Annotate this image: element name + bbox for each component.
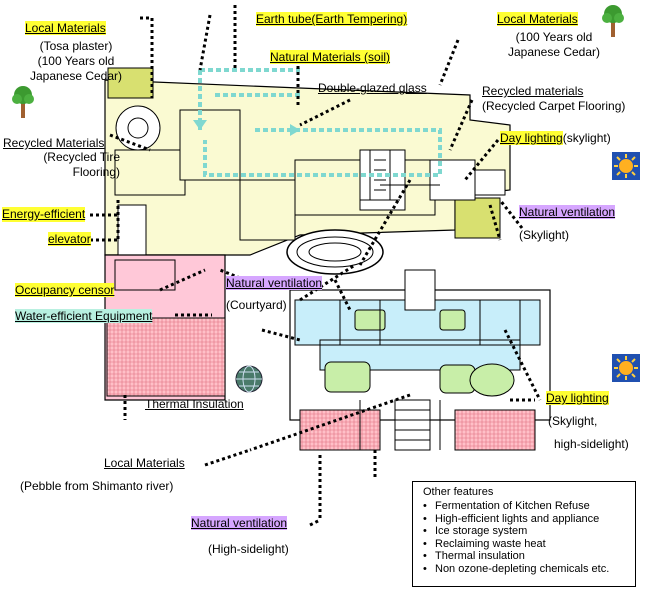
label-natural-vent-skylight: Natural ventilation bbox=[519, 205, 616, 219]
other-features-title: Other features bbox=[423, 486, 494, 498]
label-local-materials-top-left: Local Materials bbox=[25, 21, 106, 35]
label-day-lighting-side: Day lighting bbox=[546, 391, 609, 405]
globe-icon bbox=[235, 365, 263, 393]
label-thermal-insulation: Thermal Insulation bbox=[145, 397, 244, 411]
building-upper-floor bbox=[104, 67, 511, 256]
sun-icon bbox=[612, 152, 640, 180]
label-energy-efficient-elevator: elevator bbox=[48, 232, 91, 246]
other-features-list: Fermentation of Kitchen Refuse High-effi… bbox=[421, 500, 609, 575]
label-natural-vent-high: Natural ventilation bbox=[191, 516, 288, 530]
label-local-materials-pebble-sub: (Pebble from Shimanto river) bbox=[20, 479, 174, 493]
other-features-box: Other features Fermentation of Kitchen R… bbox=[412, 481, 636, 587]
list-item: Fermentation of Kitchen Refuse bbox=[421, 500, 609, 513]
label-natural-vent-courtyard: Natural ventilation bbox=[226, 276, 323, 290]
building-lower bbox=[289, 269, 551, 451]
label-recycled-tire-detail: (Recycled Tire Flooring) bbox=[43, 150, 120, 179]
list-item: Ice storage system bbox=[421, 525, 609, 538]
courtyard bbox=[286, 229, 384, 275]
list-item: Non ozone-depleting chemicals etc. bbox=[421, 563, 609, 576]
label-recycled-tire: Recycled Materials bbox=[3, 136, 105, 150]
label-local-materials-top-right: Local Materials bbox=[497, 12, 578, 26]
label-natural-materials-soil: Natural Materials (soil) bbox=[270, 50, 391, 64]
label-day-lighting-skylight: Day lighting(skylight) bbox=[500, 131, 611, 145]
label-recycled-carpet: Recycled materials (Recycled Carpet Floo… bbox=[482, 84, 626, 113]
sun-icon bbox=[612, 354, 640, 382]
label-local-materials-top-right-detail: (100 Years old Japanese Cedar) bbox=[507, 30, 601, 59]
label-day-lighting-side-detail: (Skylight, high-sidelight) bbox=[548, 414, 629, 451]
air-arrow-down bbox=[193, 120, 207, 130]
label-local-materials-top-left-detail: (Tosa plaster) (100 Years old Japanese C… bbox=[29, 39, 123, 83]
label-double-glazed: Double-glazed glass bbox=[318, 81, 427, 95]
label-natural-vent-skylight-sub: (Skylight) bbox=[519, 228, 570, 242]
air-arrow-right bbox=[290, 124, 300, 136]
list-item: Reclaiming waste heat bbox=[421, 538, 609, 551]
label-energy-efficient: Energy-efficient bbox=[2, 207, 86, 222]
label-occupancy: Occupancy censor bbox=[15, 283, 115, 297]
pink-zone bbox=[104, 254, 226, 401]
leader-lines bbox=[90, 5, 542, 527]
label-natural-vent-courtyard-sub: (Courtyard) bbox=[226, 298, 287, 312]
label-water-efficient: Water-efficient Equipment bbox=[15, 309, 153, 323]
tree-icon bbox=[602, 5, 624, 37]
label-earth-tube: Earth tube(Earth Tempering) bbox=[256, 12, 408, 26]
label-natural-vent-high-sub: (High-sidelight) bbox=[208, 542, 289, 556]
label-local-materials-pebble: Local Materials bbox=[104, 456, 185, 470]
list-item: High-efficient lights and appliance bbox=[421, 513, 609, 526]
list-item: Thermal insulation bbox=[421, 550, 609, 563]
tree-icon bbox=[12, 86, 34, 118]
